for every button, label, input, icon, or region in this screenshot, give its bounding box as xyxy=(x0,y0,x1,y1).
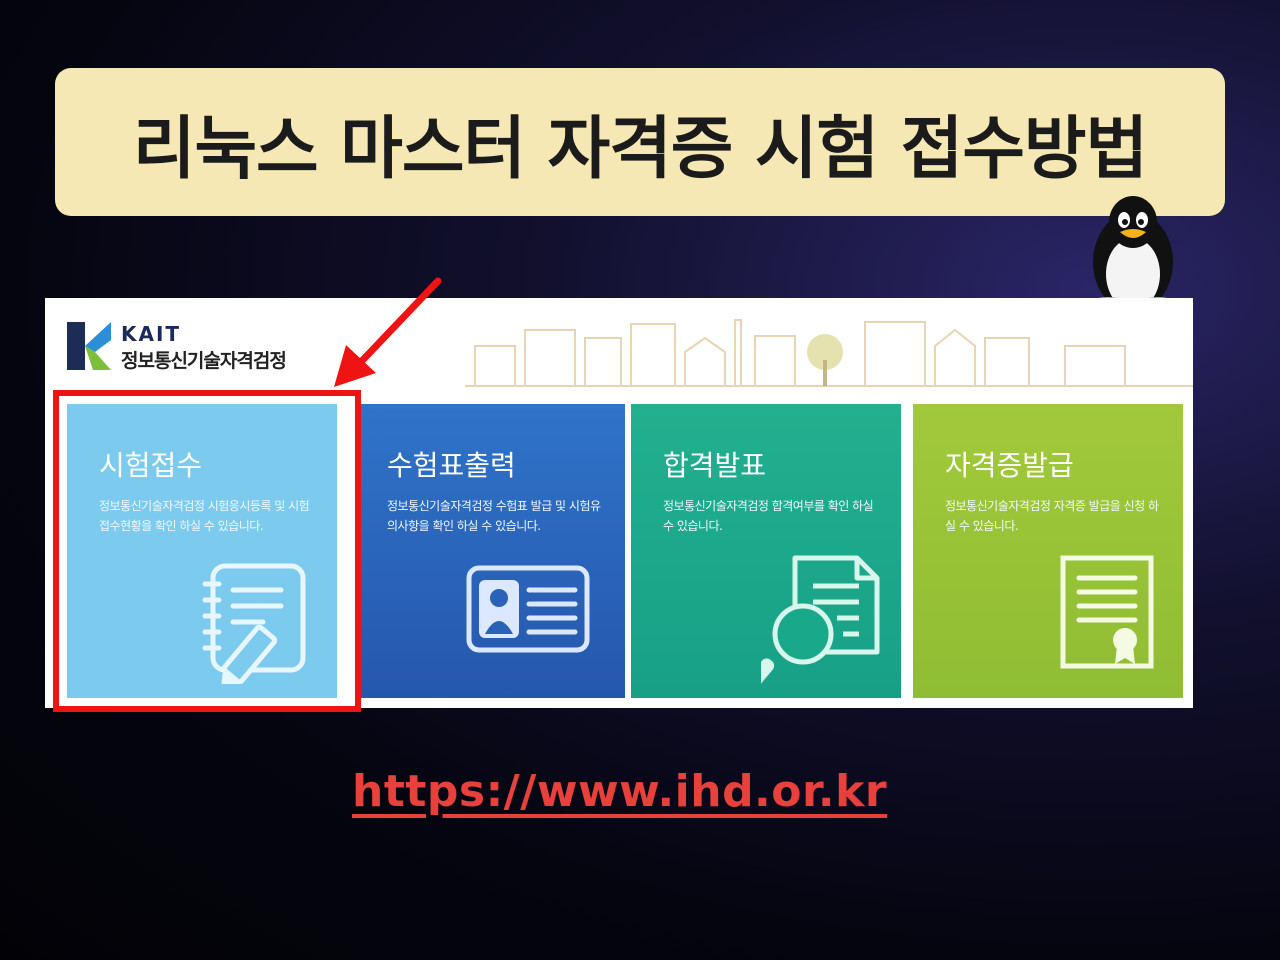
document-search-icon xyxy=(761,555,880,686)
kait-logo-icon[interactable] xyxy=(67,322,115,370)
website-url-link[interactable]: https://www.ihd.or.kr xyxy=(352,766,888,817)
id-card-icon xyxy=(466,565,590,653)
logo-abbr: KAIT xyxy=(121,322,182,346)
card-title: 수험표출력 xyxy=(387,449,516,482)
card-title: 시험접수 xyxy=(99,449,203,482)
kait-website: KAIT 정보통신기술자격검정 시험접수 xyxy=(45,298,1193,708)
card-title: 자격증발급 xyxy=(945,449,1074,482)
card-admission-ticket[interactable]: 수험표출력 정보통신기술자격검정 수험표 발급 및 시험유의사항을 확인 하실 … xyxy=(355,404,625,698)
card-title: 합격발표 xyxy=(663,449,767,482)
title-banner: 리눅스 마스터 자격증 시험 접수방법 xyxy=(55,68,1225,216)
notepad-pencil-icon xyxy=(202,563,306,684)
logo-name: 정보통신기술자격검정 xyxy=(121,350,287,372)
certificate-icon xyxy=(1060,555,1154,669)
card-description: 정보통신기술자격검정 수험표 발급 및 시험유의사항을 확인 하실 수 있습니다… xyxy=(387,499,601,533)
building-skyline-icon xyxy=(465,319,1193,387)
card-description: 정보통신기술자격검정 자격증 발급을 신청 하실 수 있습니다. xyxy=(945,499,1159,533)
site-header: KAIT 정보통신기술자격검정 xyxy=(45,298,1193,398)
page-title: 리눅스 마스터 자격증 시험 접수방법 xyxy=(132,109,1148,189)
card-description: 정보통신기술자격검정 시험응시등록 및 시험접수현황을 확인 하실 수 있습니다… xyxy=(99,499,310,533)
card-exam-registration[interactable]: 시험접수 정보통신기술자격검정 시험응시등록 및 시험접수현황을 확인 하실 수… xyxy=(67,404,337,698)
card-pass-announcement[interactable]: 합격발표 정보통신기술자격검정 합격여부를 확인 하실 수 있습니다. xyxy=(631,404,901,698)
card-description: 정보통신기술자격검정 합격여부를 확인 하실 수 있습니다. xyxy=(663,499,874,533)
service-cards: 시험접수 정보통신기술자격검정 시험응시등록 및 시험접수현황을 확인 하실 수… xyxy=(65,404,1185,698)
card-certificate-issuance[interactable]: 자격증발급 정보통신기술자격검정 자격증 발급을 신청 하실 수 있습니다. xyxy=(913,404,1183,698)
red-arrow-icon xyxy=(334,277,442,387)
